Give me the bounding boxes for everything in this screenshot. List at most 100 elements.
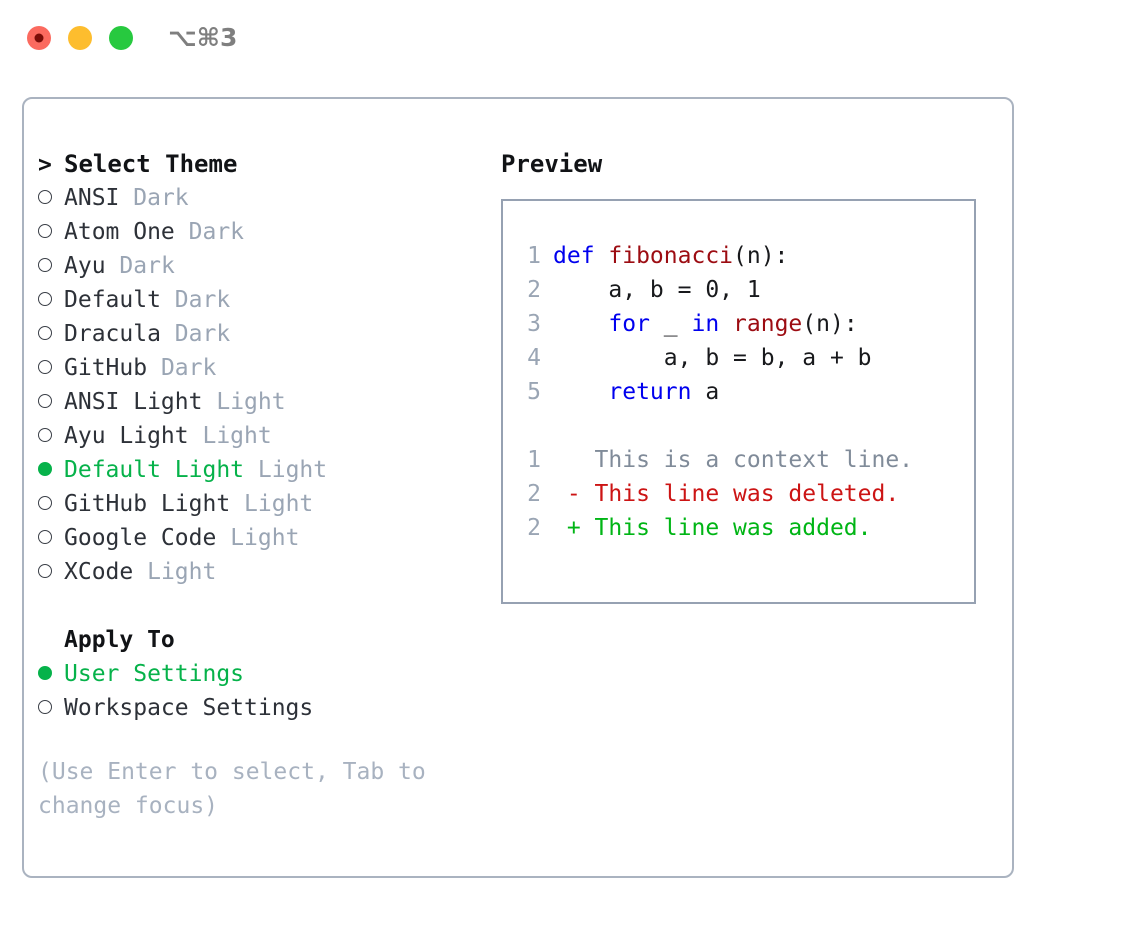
code-token [719, 307, 733, 341]
line-number: 5 [527, 379, 541, 405]
apply-to-option-user-settings[interactable]: User Settings [38, 657, 478, 691]
minimize-button[interactable] [68, 26, 92, 50]
radio-unselected-icon [38, 181, 64, 215]
apply-to-option-workspace-settings[interactable]: Workspace Settings [38, 691, 478, 725]
theme-option-label: XCode [64, 559, 134, 585]
line-number: 1 [527, 447, 541, 473]
theme-variant-tag: Light [202, 423, 272, 449]
keyboard-hint-text: (Use Enter to select, Tab to change focu… [38, 759, 426, 819]
theme-variant-tag: Dark [160, 355, 217, 381]
theme-option-label: Default [64, 287, 161, 313]
code-token: range [733, 311, 803, 337]
preview-title: Preview [501, 150, 603, 178]
theme-option-label: GitHub Light [64, 491, 231, 517]
radio-unselected-icon [38, 691, 64, 725]
title-bar: ⌥⌘3 [0, 0, 1140, 78]
page-title: Select Theme [64, 150, 238, 178]
code-token: a, b = b, a + b [553, 345, 872, 371]
code-token: a [691, 379, 720, 405]
theme-option-label: Dracula [64, 321, 161, 347]
code-line: 2 a, b = 0, 1 [513, 273, 974, 307]
code-token: + This line was added. [553, 515, 872, 541]
code-token: fibonacci [608, 243, 734, 269]
radio-unselected-icon [38, 317, 64, 351]
list-spacer [38, 589, 478, 623]
theme-option-github[interactable]: GitHub Dark [38, 351, 478, 385]
theme-variant-tag: Light [244, 491, 314, 517]
diff-line: 1 This is a context line. [513, 443, 974, 477]
radio-unselected-icon [38, 385, 64, 419]
theme-option-label: ANSI Light [64, 389, 203, 415]
theme-option-default-light[interactable]: Default Light Light [38, 453, 478, 487]
radio-unselected-icon [38, 283, 64, 317]
apply-to-header: Apply To [64, 627, 175, 653]
line-number: 2 [527, 277, 541, 303]
theme-variant-tag: Dark [188, 219, 245, 245]
theme-variant-tag: Light [216, 389, 286, 415]
select-theme-header: > Select Theme [38, 147, 478, 181]
diff-line: 2 + This line was added. [513, 511, 974, 545]
theme-variant-tag: Dark [119, 253, 175, 279]
code-token [553, 375, 608, 409]
theme-option-atom-one[interactable]: Atom One Dark [38, 215, 478, 249]
theme-variant-tag: Light [230, 525, 300, 551]
close-button[interactable] [27, 26, 51, 50]
radio-unselected-icon [38, 215, 64, 249]
theme-option-label: Default Light [64, 457, 245, 483]
code-token: This is a context line. [553, 447, 914, 473]
theme-option-label: Ayu [64, 253, 106, 279]
line-number: 1 [527, 243, 541, 269]
theme-option-ayu-light[interactable]: Ayu Light Light [38, 419, 478, 453]
code-token: def [553, 243, 609, 269]
radio-unselected-icon [38, 249, 64, 283]
theme-option-ansi[interactable]: ANSI Dark [38, 181, 478, 215]
line-number: 3 [527, 311, 541, 337]
caret-icon: > [38, 152, 52, 178]
code-token: for [608, 311, 650, 337]
theme-variant-tag: Dark [174, 287, 231, 313]
code-token: a, b = 0, 1 [553, 277, 761, 303]
radio-unselected-icon [38, 521, 64, 555]
theme-variant-tag: Light [257, 457, 328, 483]
apply-to-option-label: User Settings [64, 661, 245, 687]
code-token [553, 307, 608, 341]
code-line: 3 for _ in range(n): [513, 307, 974, 341]
apply-to-option-label: Workspace Settings [64, 695, 314, 721]
theme-variant-tag: Dark [174, 321, 231, 347]
theme-option-label: ANSI [64, 185, 120, 211]
theme-option-label: GitHub [64, 355, 148, 381]
radio-unselected-icon [38, 555, 64, 589]
theme-option-default[interactable]: Default Dark [38, 283, 478, 317]
theme-option-dracula[interactable]: Dracula Dark [38, 317, 478, 351]
theme-option-label: Ayu Light [64, 423, 189, 449]
code-token: _ [649, 311, 692, 337]
theme-variant-tag: Dark [133, 185, 189, 211]
theme-option-github-light[interactable]: GitHub Light Light [38, 487, 478, 521]
theme-option-xcode[interactable]: XCode Light [38, 555, 478, 589]
keyboard-shortcut-label: ⌥⌘3 [168, 23, 238, 52]
theme-variant-tag: Light [147, 559, 217, 585]
radio-unselected-icon [38, 487, 64, 521]
maximize-button[interactable] [109, 26, 133, 50]
code-diff-separator [513, 409, 974, 443]
line-number: 2 [527, 515, 541, 541]
line-number: 4 [527, 345, 541, 371]
theme-option-ayu[interactable]: Ayu Dark [38, 249, 478, 283]
radio-selected-icon [38, 657, 64, 691]
theme-option-google-code[interactable]: Google Code Light [38, 521, 478, 555]
theme-option-ansi-light[interactable]: ANSI Light Light [38, 385, 478, 419]
radio-unselected-icon [38, 419, 64, 453]
theme-option-label: Atom One [64, 219, 175, 245]
theme-option-label: Google Code [64, 525, 217, 551]
window-controls [27, 26, 133, 50]
code-token: in [691, 311, 720, 337]
diff-sample: 1 This is a context line.2 - This line w… [513, 443, 974, 545]
code-line: 4 a, b = b, a + b [513, 341, 974, 375]
